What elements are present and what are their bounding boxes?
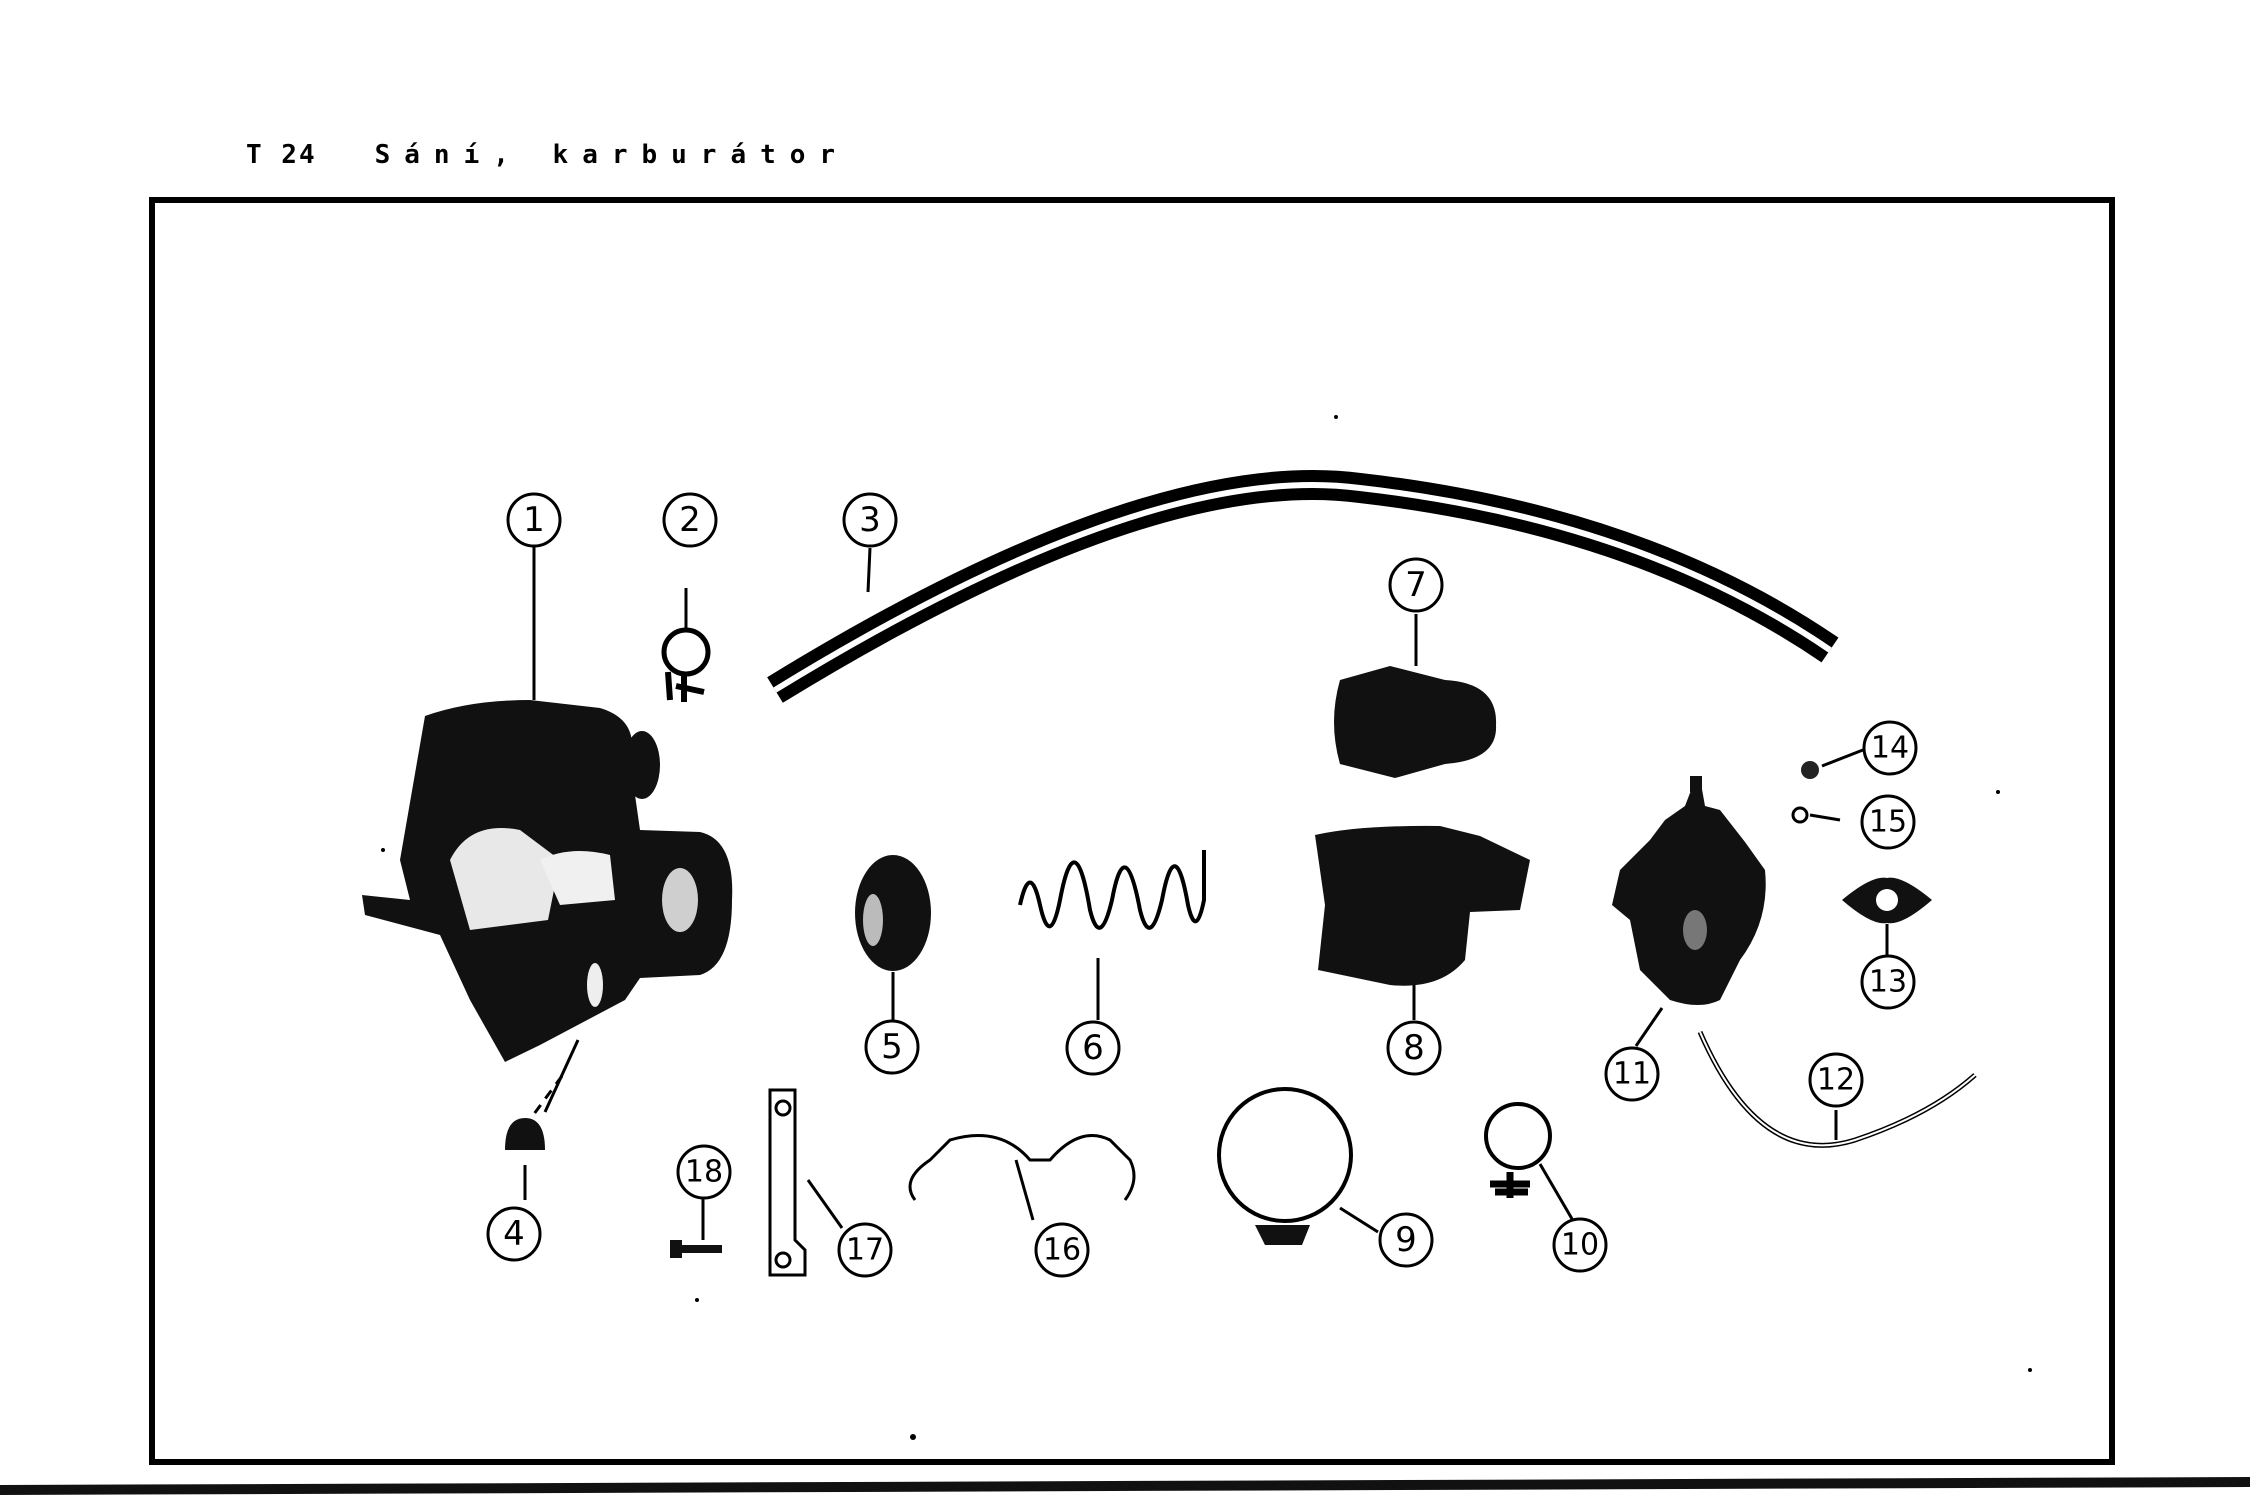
callout-label-18: 18 bbox=[685, 1155, 723, 1190]
part-washer bbox=[1791, 806, 1809, 824]
part-hose-clamp-small bbox=[661, 627, 711, 702]
callout-circle-3 bbox=[842, 492, 898, 548]
scan-specks bbox=[381, 415, 2032, 1440]
callout-circle-8 bbox=[1386, 1020, 1442, 1076]
callout-circle-11 bbox=[1604, 1046, 1660, 1102]
page-code: T 24 bbox=[246, 140, 317, 170]
callout-circle-9 bbox=[1378, 1212, 1434, 1268]
callout-circle-12 bbox=[1808, 1052, 1864, 1108]
page-title: Sání, karburátor bbox=[374, 140, 850, 170]
callout-label-11: 11 bbox=[1613, 1057, 1651, 1092]
callout-circle-4 bbox=[486, 1206, 542, 1262]
part-carburetor bbox=[1612, 778, 1766, 1005]
part-rubber-sleeve bbox=[1334, 666, 1497, 778]
part-hose-clamp-large bbox=[1217, 1087, 1353, 1245]
callout-label-14: 14 bbox=[1871, 731, 1909, 766]
callout-label-10: 10 bbox=[1561, 1228, 1599, 1263]
part-gasket bbox=[1842, 877, 1932, 924]
callout-label-2: 2 bbox=[679, 500, 701, 540]
scan-edge bbox=[0, 1477, 2250, 1495]
callout-circle-6 bbox=[1065, 1020, 1121, 1076]
part-screw bbox=[670, 1240, 722, 1258]
callout-circle-16 bbox=[1034, 1222, 1090, 1278]
callout-circle-14 bbox=[1862, 720, 1918, 776]
callout-circle-17 bbox=[837, 1222, 893, 1278]
callout-circle-18 bbox=[676, 1144, 732, 1200]
callout-circle-13 bbox=[1860, 954, 1916, 1010]
callout-label-16: 16 bbox=[1043, 1233, 1081, 1268]
callout-label-9: 9 bbox=[1395, 1220, 1417, 1260]
callout-label-12: 12 bbox=[1817, 1063, 1855, 1098]
callout-circle-10 bbox=[1552, 1217, 1608, 1273]
callout-label-8: 8 bbox=[1403, 1028, 1425, 1068]
diagram-border bbox=[149, 197, 2115, 1465]
part-wire-clip bbox=[908, 1134, 1136, 1201]
callout-label-5: 5 bbox=[881, 1027, 903, 1067]
callout-label-4: 4 bbox=[503, 1214, 525, 1254]
callout-circle-7 bbox=[1388, 557, 1444, 613]
callout-label-13: 13 bbox=[1869, 965, 1907, 1000]
callout-label-3: 3 bbox=[859, 500, 881, 540]
part-bracket bbox=[768, 1088, 807, 1277]
callout-circle-2 bbox=[662, 492, 718, 548]
callout-label-6: 6 bbox=[1082, 1028, 1104, 1068]
callout-label-1: 1 bbox=[523, 500, 545, 540]
page-header: T 24 Sání, karburátor bbox=[246, 140, 849, 170]
callout-circle-15 bbox=[1860, 794, 1916, 850]
callout-label-7: 7 bbox=[1405, 565, 1427, 605]
part-hose-clamp-medium bbox=[1484, 1102, 1552, 1198]
part-nut bbox=[1801, 761, 1819, 779]
callout-label-17: 17 bbox=[846, 1233, 884, 1268]
part-rubber-cap bbox=[505, 1118, 545, 1150]
part-spring bbox=[1018, 850, 1206, 930]
callout-circle-1 bbox=[506, 492, 562, 548]
callout-circle-5 bbox=[864, 1019, 920, 1075]
leader-lines bbox=[523, 546, 1889, 1240]
part-filter-cover bbox=[1315, 825, 1530, 986]
callout-label-15: 15 bbox=[1869, 805, 1907, 840]
part-intake-hose bbox=[767, 469, 1839, 703]
part-air-filter-housing bbox=[362, 700, 733, 1062]
